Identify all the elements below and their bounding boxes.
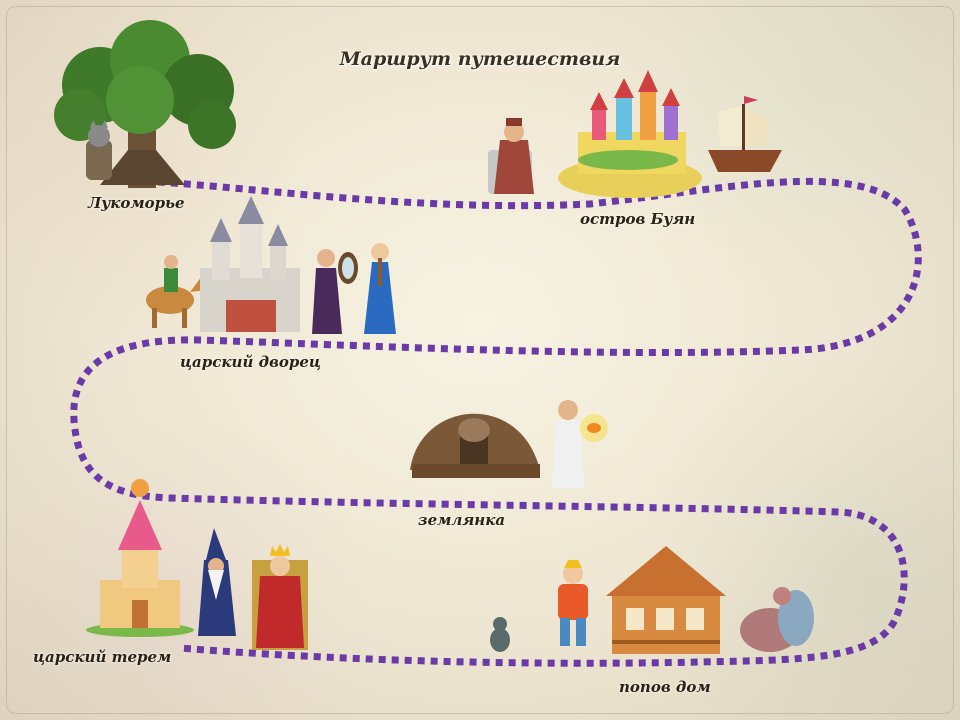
route-path: [70, 177, 922, 667]
tsar-on-throne-icon: [252, 544, 308, 650]
wizard-icon: [198, 528, 236, 636]
balda-figure-icon: [558, 560, 588, 646]
devil-figure-icon: [740, 587, 814, 652]
stop-label-tsar-tower: царский терем: [33, 648, 172, 666]
stop-label-lukomorye: Лукоморье: [88, 194, 185, 212]
stop-label-dugout: землянка: [418, 511, 506, 529]
page-title: Маршрут путешествия: [339, 48, 621, 70]
queen-with-mirror-icon: [312, 249, 358, 334]
old-man-with-goldfish-icon: [552, 400, 608, 488]
log-house-icon: [606, 546, 726, 654]
stop-label-priest-house: попов дом: [619, 678, 711, 696]
cat-scientist-icon: [86, 120, 112, 180]
horse-rider-icon: [146, 255, 206, 328]
oak-tree-icon: [54, 20, 236, 188]
mouse-icon: [490, 617, 510, 652]
tower-palace-icon: [86, 479, 194, 637]
slide-frame: [6, 6, 954, 714]
sailing-ship-icon: [708, 96, 782, 172]
stop-label-buyan-island: остров Буян: [580, 210, 696, 228]
princess-icon: [364, 243, 396, 334]
stop-label-tsar-palace: царский дворец: [180, 353, 321, 371]
dugout-hut-icon: [410, 413, 540, 478]
castle-icon: [200, 196, 300, 332]
island-city-icon: [558, 70, 702, 198]
tsar-figure-icon: [488, 118, 534, 194]
